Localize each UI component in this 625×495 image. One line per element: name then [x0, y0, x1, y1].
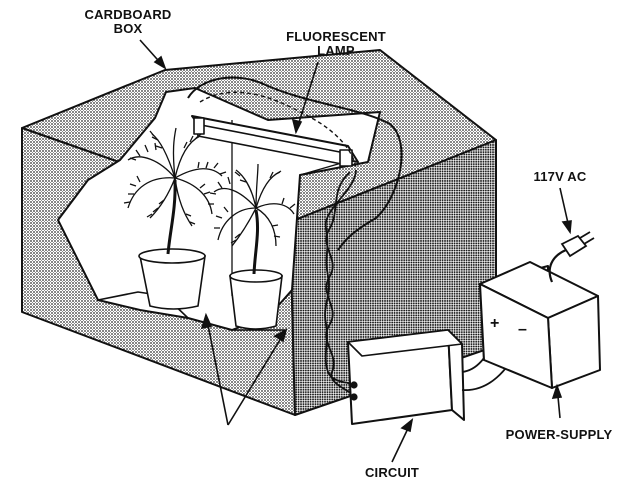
fronds-left [123, 127, 227, 227]
lamp-end-right [339, 149, 353, 167]
power-supply-body [479, 283, 553, 389]
circuit-terminal-2 [350, 393, 358, 401]
circuit-top [347, 329, 463, 357]
circuit-box [347, 329, 465, 425]
plant-right [209, 163, 296, 330]
twisted-wire [324, 169, 357, 395]
leader-lines [139, 39, 572, 463]
lamp-end-left [193, 117, 205, 135]
label-plus: + [490, 315, 500, 332]
fronds-right [209, 163, 296, 247]
lamp-cord-inner [199, 91, 357, 169]
plant-left [123, 127, 227, 310]
ac-plug [548, 231, 595, 283]
lamp-cord [187, 76, 403, 251]
plant-pointers [200, 312, 288, 426]
label-circuit: CIRCUIT [364, 465, 420, 480]
label-lamp-line1: FLUORESCENT [286, 29, 386, 44]
label-cardboard-line2: BOX [113, 21, 143, 36]
power-supply-box [479, 261, 601, 389]
label-cardboard-line1: CARDBOARD [84, 7, 172, 22]
label-minus: – [518, 321, 527, 338]
label-ac: 117V AC [533, 169, 587, 184]
fluorescent-lamp [187, 76, 403, 251]
circuit-terminal-1 [350, 381, 358, 389]
ac-cord [548, 248, 567, 283]
pot-left [139, 255, 206, 310]
label-power-supply: POWER-SUPPLY [505, 427, 613, 442]
label-fluorescent-lamp: FLUORESCENT LAMP [276, 30, 396, 58]
label-cardboard-box: CARDBOARD BOX [78, 8, 178, 36]
label-lamp-line2: LAMP [317, 43, 355, 58]
pot-right [229, 275, 283, 330]
